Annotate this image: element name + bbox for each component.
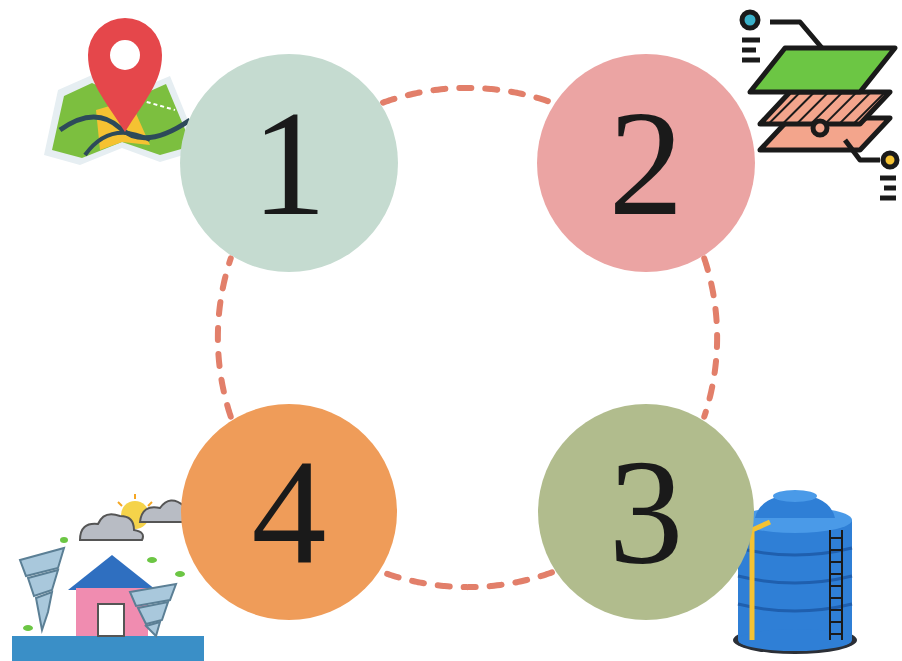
dashed-connector bbox=[383, 572, 552, 587]
dashed-connector bbox=[704, 258, 717, 416]
dashed-connector bbox=[218, 258, 231, 416]
step-number: 3 bbox=[609, 437, 684, 587]
step-circle: 3 bbox=[538, 404, 754, 620]
circle-fill bbox=[180, 54, 398, 272]
step-circle: 2 bbox=[537, 54, 755, 272]
circle-fill bbox=[537, 54, 755, 272]
step-circle: 4 bbox=[181, 404, 397, 620]
step-number: 2 bbox=[609, 88, 684, 238]
storm-house-icon bbox=[12, 494, 204, 661]
layers-icon bbox=[742, 12, 897, 198]
step-circle: 1 bbox=[180, 54, 398, 272]
map-icon bbox=[44, 18, 200, 165]
step-number: 4 bbox=[252, 437, 327, 587]
step-number: 1 bbox=[252, 88, 327, 238]
dashed-connector bbox=[383, 88, 552, 103]
circle-fill bbox=[538, 404, 754, 620]
circle-fill bbox=[181, 404, 397, 620]
